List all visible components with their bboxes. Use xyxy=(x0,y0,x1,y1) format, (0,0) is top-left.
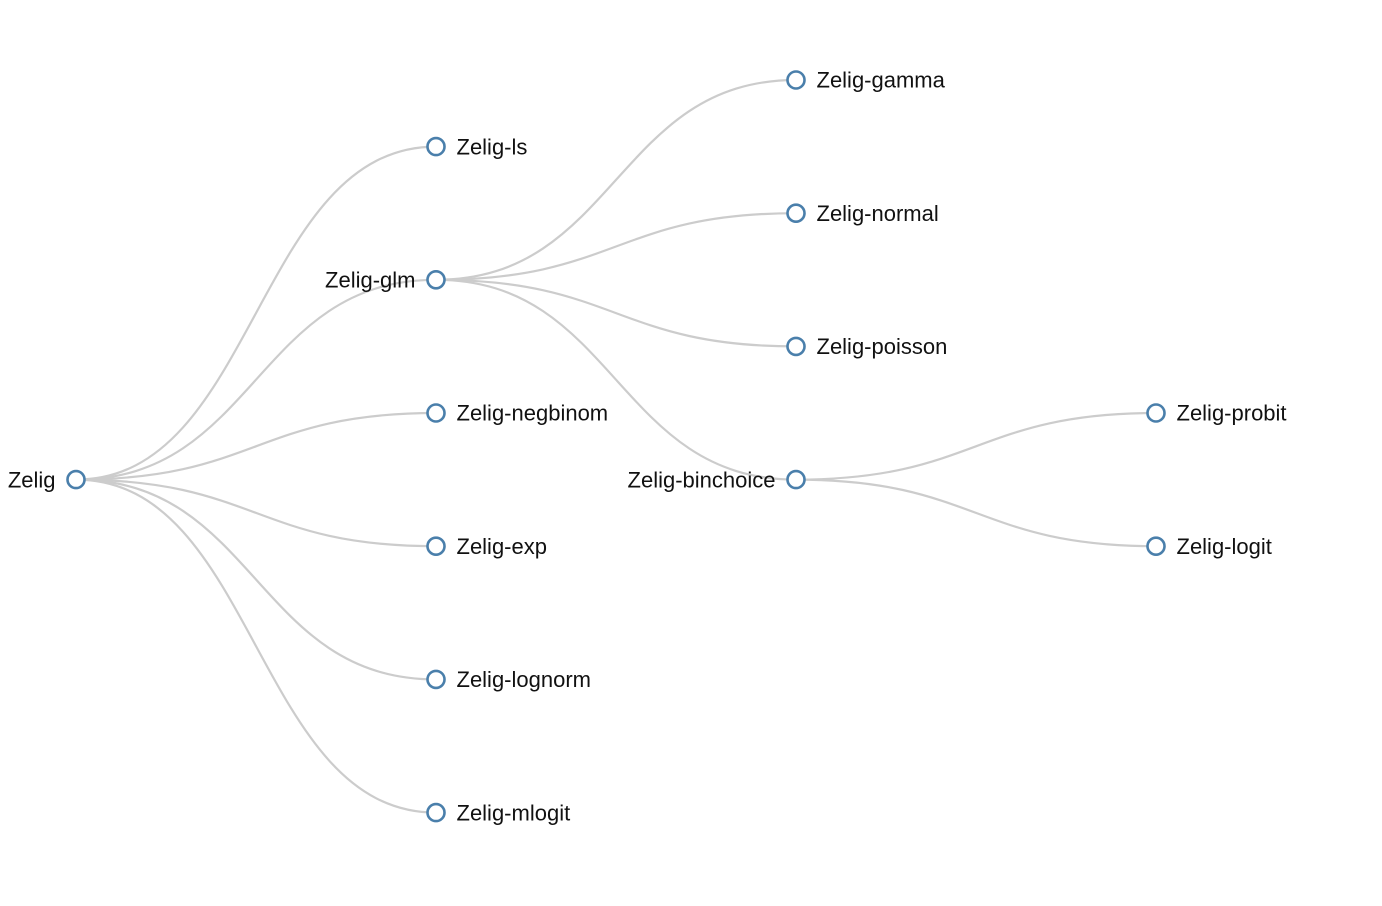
node-zelig-exp[interactable]: Zelig-exp xyxy=(426,534,547,559)
node-label: Zelig-mlogit xyxy=(457,800,571,825)
node-circle[interactable] xyxy=(426,802,446,823)
node-circle[interactable] xyxy=(66,469,86,490)
tree-links xyxy=(75,78,1157,814)
node-zelig-ls[interactable]: Zelig-ls xyxy=(426,134,528,159)
link-zelig-glm-to-zelig-normal xyxy=(435,212,797,281)
node-circle[interactable] xyxy=(1146,536,1166,557)
link-zelig-binchoice-to-zelig-logit xyxy=(795,478,1157,548)
node-circle[interactable] xyxy=(426,536,446,557)
node-circle[interactable] xyxy=(786,336,806,357)
node-circle[interactable] xyxy=(426,403,446,423)
node-zelig-normal[interactable]: Zelig-normal xyxy=(786,201,939,226)
tree-nodes: Zelig-ls Zelig-gammaZelig-normalZelig-poi… xyxy=(8,68,1287,826)
link-zelig-to-zelig-glm xyxy=(75,278,437,481)
node-label: Zelig-normal xyxy=(817,201,939,226)
link-zelig-to-zelig-exp xyxy=(75,478,437,548)
node-label: Zelig-probit xyxy=(1177,401,1287,426)
node-zelig-logit[interactable]: Zelig-logit xyxy=(1146,534,1272,559)
node-label: Zelig-negbinom xyxy=(457,401,609,426)
node-label: Zelig-glm xyxy=(325,268,415,293)
node-circle[interactable] xyxy=(786,203,806,223)
link-zelig-binchoice-to-zelig-probit xyxy=(795,411,1157,481)
node-zelig-gamma[interactable]: Zelig-gamma xyxy=(786,68,946,93)
node-label: Zelig-lognorm xyxy=(457,667,592,692)
link-zelig-to-zelig-lognorm xyxy=(75,478,437,681)
link-zelig-to-zelig-mlogit xyxy=(75,478,437,814)
link-zelig-glm-to-zelig-gamma xyxy=(435,78,797,281)
node-label: Zelig-exp xyxy=(457,534,547,559)
node-label: Zelig xyxy=(8,467,56,492)
node-label: Zelig-ls xyxy=(457,134,528,159)
node-circle[interactable] xyxy=(426,269,446,290)
node-zelig-mlogit[interactable]: Zelig-mlogit xyxy=(426,800,571,825)
node-circle[interactable] xyxy=(426,669,446,690)
node-zelig-binchoice[interactable]: Zelig-binchoice xyxy=(628,467,806,492)
node-zelig-negbinom[interactable]: Zelig-negbinom xyxy=(426,401,609,426)
node-label: Zelig-poisson xyxy=(817,334,948,359)
node-label: Zelig-logit xyxy=(1177,534,1272,559)
node-circle[interactable] xyxy=(786,469,806,490)
node-circle[interactable] xyxy=(426,136,446,157)
node-label: Zelig-gamma xyxy=(817,68,946,93)
node-circle[interactable] xyxy=(1146,403,1166,423)
node-zelig-poisson[interactable]: Zelig-poisson xyxy=(786,334,948,359)
node-zelig-probit[interactable]: Zelig-probit xyxy=(1146,401,1287,426)
node-zelig[interactable]: Zelig xyxy=(8,467,86,492)
link-zelig-to-zelig-negbinom xyxy=(75,411,437,481)
node-circle[interactable] xyxy=(786,70,806,90)
node-zelig-glm[interactable]: Zelig-glm xyxy=(325,268,446,293)
link-zelig-glm-to-zelig-poisson xyxy=(435,278,797,348)
node-label: Zelig-binchoice xyxy=(628,467,776,492)
node-zelig-lognorm[interactable]: Zelig-lognorm xyxy=(426,667,592,692)
link-zelig-to-zelig-ls xyxy=(75,145,437,481)
link-zelig-glm-to-zelig-binchoice xyxy=(435,278,797,481)
